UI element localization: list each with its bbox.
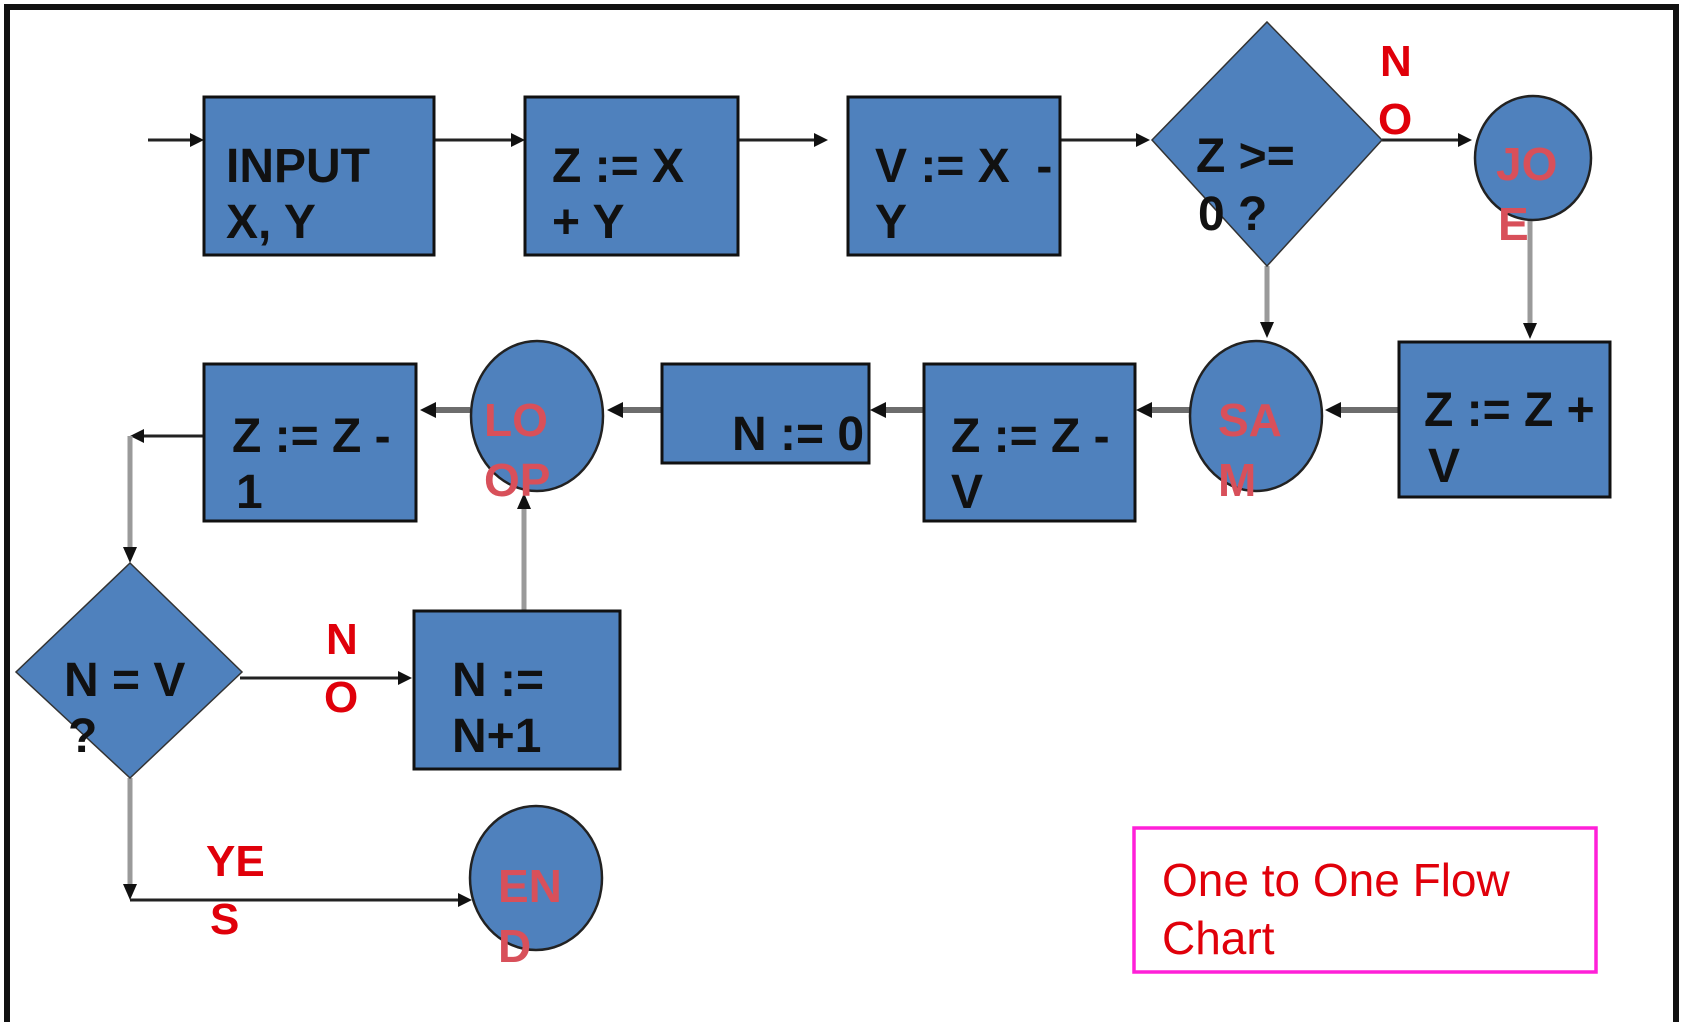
node-n-inc: N := N+1 — [412, 609, 622, 771]
node-z-minus-v: Z := Z - V — [922, 362, 1137, 523]
node-input: INPUT X, Y — [202, 95, 436, 257]
branch-label-n-yes: YE S — [206, 837, 265, 944]
node-end-line1: EN — [498, 860, 562, 912]
node-n-zero: N := 0 — [660, 362, 871, 465]
node-z-sum: Z := X + Y — [523, 95, 740, 257]
branch-label-z-no-line1: N — [1380, 37, 1412, 86]
node-z-minus-1: Z := Z - 1 — [202, 362, 418, 523]
caption-line1: One to One Flow — [1162, 854, 1510, 906]
branch-label-n-no-line1: N — [326, 615, 358, 664]
node-loop-line1: LO — [484, 394, 548, 446]
node-joe-line1: JO — [1496, 138, 1557, 190]
node-sam-line2: M — [1218, 454, 1256, 506]
outer-border — [4, 4, 1679, 1027]
node-z-minus-1-line1: Z := Z - — [232, 410, 391, 463]
node-z-plus-v-line2: V — [1428, 440, 1460, 493]
node-z-plus-v: Z := Z + V — [1397, 340, 1612, 499]
node-input-line1: INPUT — [226, 140, 370, 193]
node-v-diff: V := X - Y — [846, 95, 1062, 257]
node-v-diff-line1: V := X - — [875, 140, 1052, 193]
node-sam-line1: SA — [1218, 394, 1282, 446]
caption-box: One to One Flow Chart — [1132, 826, 1598, 974]
branch-label-n-no: N O — [324, 615, 358, 722]
connectors — [123, 133, 1537, 907]
node-z-minus-1-line2: 1 — [236, 466, 263, 519]
node-decision-n-line2: ? — [68, 710, 97, 763]
node-joe: JO E — [1473, 94, 1593, 250]
node-end-line2: D — [498, 920, 531, 972]
node-decision-z-line2: 0 ? — [1198, 188, 1267, 241]
branch-label-n-no-line2: O — [324, 673, 358, 722]
node-z-minus-v-line1: Z := Z - — [951, 410, 1110, 463]
node-z-minus-v-line2: V — [951, 466, 983, 519]
node-joe-line2: E — [1498, 198, 1529, 250]
node-n-inc-line1: N := — [452, 654, 544, 707]
branch-label-n-yes-line2: S — [210, 895, 239, 944]
branch-label-n-yes-line1: YE — [206, 837, 265, 886]
node-n-inc-line2: N+1 — [452, 710, 541, 763]
node-z-sum-line1: Z := X — [552, 140, 684, 193]
branch-label-z-no: N O — [1378, 37, 1412, 144]
node-loop-line2: OP — [484, 454, 550, 506]
caption-line2: Chart — [1162, 912, 1275, 964]
node-decision-z: Z >= 0 ? — [1150, 20, 1384, 268]
node-n-zero-line1: N := 0 — [732, 408, 864, 461]
node-decision-n-line1: N = V — [64, 654, 185, 707]
node-z-plus-v-line1: Z := Z + — [1424, 384, 1595, 437]
node-z-sum-line2: + Y — [552, 196, 625, 249]
branch-label-z-no-line2: O — [1378, 95, 1412, 144]
node-decision-n: N = V ? — [14, 561, 244, 780]
node-loop: LO OP — [469, 339, 605, 506]
node-input-line2: X, Y — [226, 196, 316, 249]
node-v-diff-line2: Y — [875, 196, 907, 249]
node-end: EN D — [468, 804, 604, 972]
node-decision-z-line1: Z >= — [1196, 130, 1295, 183]
node-sam: SA M — [1188, 339, 1324, 506]
